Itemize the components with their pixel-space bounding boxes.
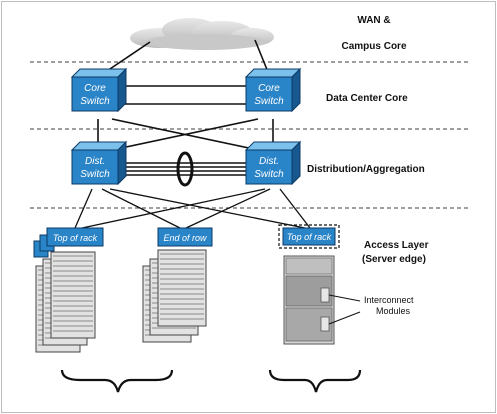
dist-switch-right: Dist. Switch (244, 140, 302, 186)
port-channel-icon (176, 151, 194, 187)
top-of-rack-blade-label: Top of rack (287, 232, 332, 242)
dist-switch-left-label-line2: Switch (80, 169, 110, 180)
top-of-rack-switch (46, 227, 104, 247)
interconnect-module-bottom (320, 316, 330, 332)
access-layer-label-line2: (Server edge) (362, 254, 426, 265)
core-dist-links (97, 85, 274, 151)
wan-cloud-icon (130, 18, 274, 50)
end-of-row-switch (157, 227, 213, 247)
data-center-core-label: Data Center Core (326, 93, 408, 104)
dist-bundle-links (125, 162, 247, 176)
end-of-row-label: End of row (163, 233, 207, 243)
core-switch-left-label-line2: Switch (80, 96, 110, 107)
switches: CoreSwitchCoreSwitchDist.SwitchDist.Swit… (70, 67, 302, 186)
distribution-layer-label: Distribution/Aggregation (307, 164, 425, 175)
dist-switch-left: Dist. Switch (70, 140, 128, 186)
dist-switch-right-label-line2: Switch (254, 169, 284, 180)
core-switch-left-label-line1: Core (84, 83, 106, 94)
interconnect-module-top (320, 287, 330, 303)
eor-rack-front (157, 249, 207, 327)
blade-chassis-group: Top of rack (278, 224, 361, 345)
top-of-rack-group: Top of rack (33, 227, 104, 353)
wan-layer-label-line2: Campus Core (341, 41, 406, 52)
dist-switch-right-label-line1: Dist. (259, 156, 279, 167)
interconnect-label-line1: Interconnect (364, 295, 414, 305)
access-layer-label-line1: Access Layer (364, 240, 429, 251)
interconnect-label-line2: Modules (376, 306, 411, 316)
top-of-rack-blade-switch (282, 227, 336, 246)
top-of-rack-blade-outline (278, 224, 340, 249)
dist-access-links (74, 188, 311, 229)
bottom-braces (60, 369, 362, 393)
end-of-row-group: End of row (142, 227, 213, 343)
wan-layer-label-line1: WAN & (357, 15, 390, 26)
dist-switch-left-label-line1: Dist. (85, 156, 105, 167)
server-rack-front (50, 251, 96, 339)
top-of-rack-label: Top of rack (53, 233, 98, 243)
core-switch-right-label-line2: Switch (254, 96, 284, 107)
core-switch-right-label-line1: Core (258, 83, 280, 94)
